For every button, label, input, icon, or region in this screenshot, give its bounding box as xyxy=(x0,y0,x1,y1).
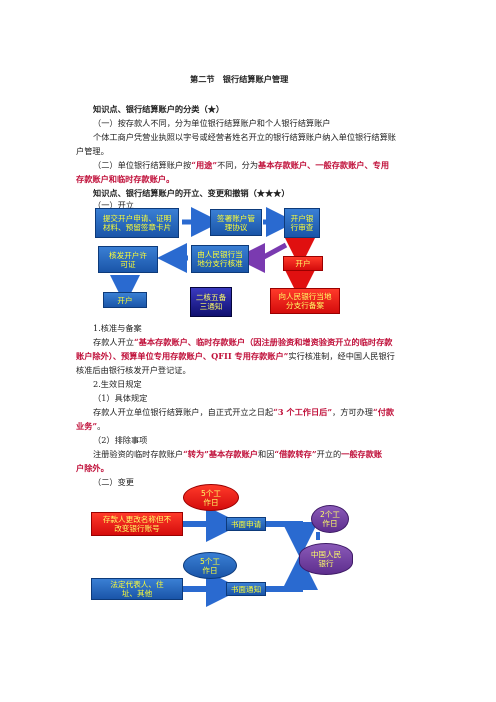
flow1-open-right-box: 开户 xyxy=(283,256,323,271)
kp1-line3-pre: （二）单位银行结算账户按 xyxy=(93,160,192,170)
kp1-line3-types: 基本存款账户、一般存款账户、专用 xyxy=(258,160,390,170)
flow1-submit-box: 提交开户申请、证明材料、预留签章卡片 xyxy=(95,208,179,238)
kp1-heading: 知识点、银行结算账户的分类（★） xyxy=(93,104,225,114)
flow2-name-change-box: 存款人更改名称但不改变银行账号 xyxy=(91,512,183,536)
kp1-line2a: 个体工商户凭营业执照以字号或经营者姓名开立的银行结算账户纳入单位银行结算账 xyxy=(93,132,396,142)
sec1-item1: 1.核准与备案 xyxy=(93,323,142,333)
kp1-line4: 存款账户和临时存款账户。 xyxy=(76,174,175,184)
flow1-issue-permit-box: 核发开户许可证 xyxy=(98,246,158,273)
sec1-p3-red: “转为”基本存款账户 xyxy=(183,449,258,459)
sec1-p1-line2: 账户除外）、预算单位专用存款账户、QFII 专用存款账户”实行核准制，经中国人民… xyxy=(76,350,395,362)
sec1-p2-line1: 存款人开立单位银行结算账户，自正式开立之日起“3 个工作日后”，方可办理“付款 xyxy=(93,406,394,418)
sec1-p3-pre: 注册验资的临时存款账户 xyxy=(93,449,184,459)
sec1-item2: 2.生效日规定 xyxy=(93,379,142,389)
flow1-sign-box: 签署账户管理协议 xyxy=(210,209,262,236)
flow2-days5-top: 5个工作日 xyxy=(183,484,239,511)
flow2-days2: 2个工作日 xyxy=(311,505,349,533)
flow2-apply-box: 书面申请 xyxy=(226,517,266,531)
sec1-p2-line2: 业务”。 xyxy=(76,420,105,432)
flow2-notify-box: 书面通知 xyxy=(226,582,266,596)
kp1-line1: （一）按存款人不同，分为单位银行结算账户和个人银行结算账户 xyxy=(93,118,331,128)
sec1-p3-red3: 一般存款账 xyxy=(341,449,383,459)
sec1-p3-red2: “借款转存” xyxy=(274,449,317,459)
sec1-p1-red: “基本存款账户、临时存款账户（因注册验资和增资验资开立的临时存款 xyxy=(133,337,393,347)
sec1-p3-mid: 和因 xyxy=(258,449,275,459)
sec1-p3-line2: 户除外。 xyxy=(76,463,109,473)
sec1-p1-red2: 账户除外）、预算单位专用存款账户、QFII 专用存款账户” xyxy=(76,351,289,361)
sec1-p2-red: “3 个工作日后” xyxy=(273,407,333,417)
sec1-item2-2: （2）排除事项 xyxy=(93,435,148,445)
sec1-sub2: （二）变更 xyxy=(93,477,134,487)
sec1-p2-mid: ，方可办理 xyxy=(332,407,373,417)
kp2-heading: 知识点、银行结算账户的开立、变更和撤销（★★★） xyxy=(93,188,290,198)
sec1-p3-mid2: 开立的 xyxy=(316,449,342,459)
flow2-pboc-box: 中国人民银行 xyxy=(299,543,353,575)
flow1-pboc-approve-box: 由人民银行当地分支行核准 xyxy=(191,245,249,273)
kp1-line3-mid: 不同，分为 xyxy=(217,160,259,170)
kp1-line3-quote: “用途” xyxy=(191,160,218,170)
flow2-other-change-box: 法定代表人、住址、其他 xyxy=(91,578,183,600)
sec1-p1-line3: 核准后由银行核发开户登记证。 xyxy=(76,365,191,375)
flow1-legend-box: 二核五备三通知 xyxy=(190,287,232,317)
flow1-bank-review-box: 开户银行审查 xyxy=(284,208,320,238)
sec1-p2-end: 。 xyxy=(97,421,106,431)
kp1-line2b: 户管理。 xyxy=(76,146,109,156)
sec1-p2-red2: “付款 xyxy=(373,407,395,417)
sec1-p3-line1: 注册验资的临时存款账户“转为”基本存款账户和因“借款转存”开立的一般存款账 xyxy=(93,448,382,460)
flow1-report-box: 向人民银行当地分支行备案 xyxy=(270,288,340,314)
sec1-p2-pre: 存款人开立单位银行结算账户，自正式开立之日起 xyxy=(93,407,274,417)
flow1-open-left-box: 开户 xyxy=(103,292,147,308)
flow2-days5-bottom: 5个工作日 xyxy=(183,552,237,579)
kp2-sub1: （一）开立 xyxy=(93,200,134,210)
sec1-p2-red3: 业务” xyxy=(76,421,98,431)
kp1-line3: （二）单位银行结算账户按“用途”不同，分为基本存款账户、一般存款账户、专用 xyxy=(93,159,389,171)
sec1-item2-1: （1）具体规定 xyxy=(93,393,148,403)
sec1-p1-pre: 存款人开立 xyxy=(93,337,134,347)
sec1-p1-post: 实行核准制，经中国人民银行 xyxy=(288,351,395,361)
sec1-p1-line1: 存款人开立“基本存款账户、临时存款账户（因注册验资和增资验资开立的临时存款 xyxy=(93,336,392,348)
page-title: 第二节 银行结算账户管理 xyxy=(190,74,289,84)
